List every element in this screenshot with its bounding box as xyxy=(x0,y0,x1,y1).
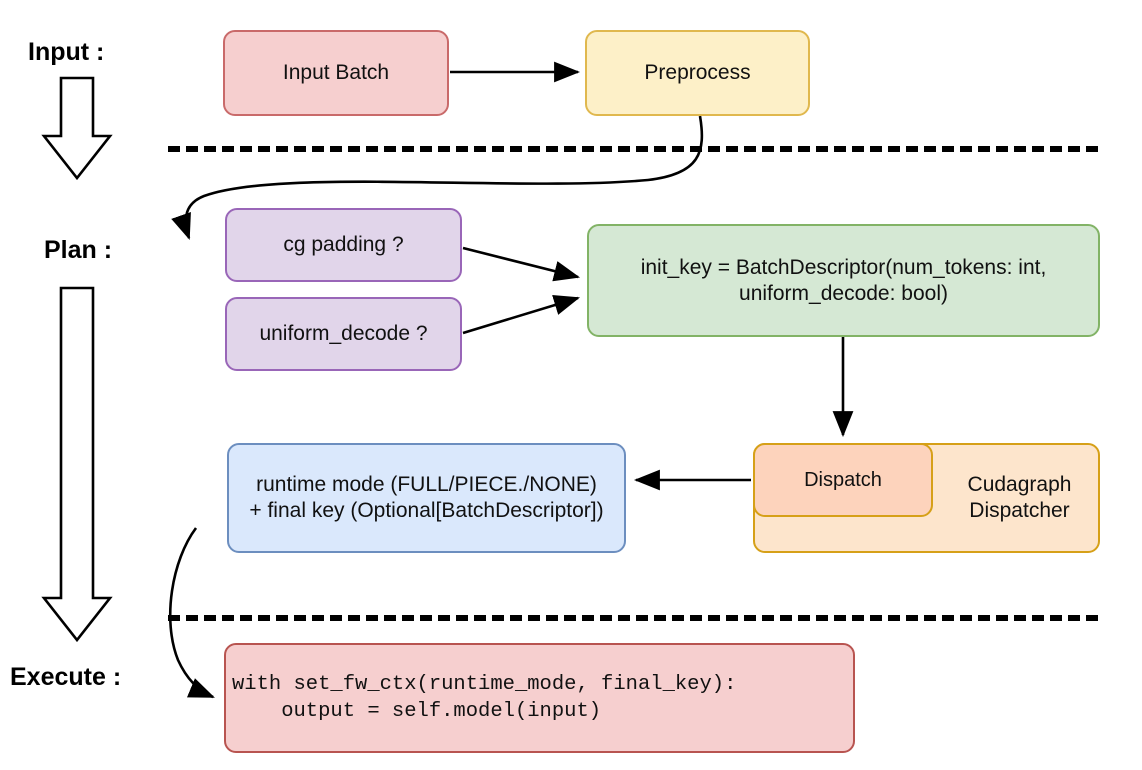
node-execute-code[interactable]: with set_fw_ctx(runtime_mode, final_key)… xyxy=(224,643,855,753)
node-input-batch[interactable]: Input Batch xyxy=(223,30,449,116)
arrow-uniform-decode-to-init-key xyxy=(462,295,580,335)
node-cudagraph-dispatcher-line2: Dispatcher xyxy=(969,499,1070,522)
stage-label-plan: Plan : xyxy=(44,236,113,264)
node-runtime-mode-line1: runtime mode (FULL/PIECE./NONE) xyxy=(256,473,597,497)
node-init-key-line1: init_key = BatchDescriptor(num_tokens: i… xyxy=(640,255,1047,279)
node-preprocess[interactable]: Preprocess xyxy=(585,30,810,116)
node-init-key-line2: uniform_decode: bool) xyxy=(739,281,948,305)
node-runtime-mode[interactable]: runtime mode (FULL/PIECE./NONE) + final … xyxy=(227,443,626,553)
node-runtime-mode-line2: + final key (Optional[BatchDescriptor]) xyxy=(249,499,604,522)
stage-label-execute: Execute : xyxy=(10,663,122,691)
arrow-runtime-mode-to-execute-code xyxy=(168,527,215,699)
node-init-key[interactable]: init_key = BatchDescriptor(num_tokens: i… xyxy=(587,224,1100,337)
node-uniform-decode[interactable]: uniform_decode ? xyxy=(225,297,462,371)
node-cudagraph-dispatcher-line1: Cudagraph xyxy=(967,473,1072,497)
stage-label-input: Input : xyxy=(28,38,105,66)
node-cg-padding[interactable]: cg padding ? xyxy=(225,208,462,282)
plan-execute-separator xyxy=(168,615,1098,621)
stage-arrow-input-to-plan xyxy=(41,76,113,181)
stage-arrow-plan-to-execute xyxy=(41,286,113,643)
arrow-cg-padding-to-init-key xyxy=(462,246,581,282)
node-execute-code-line1: with set_fw_ctx(runtime_mode, final_key)… xyxy=(232,672,737,696)
node-execute-code-line2: output = self.model(input) xyxy=(232,700,602,723)
input-plan-separator xyxy=(168,146,1098,152)
node-dispatch[interactable]: Dispatch xyxy=(753,443,933,517)
